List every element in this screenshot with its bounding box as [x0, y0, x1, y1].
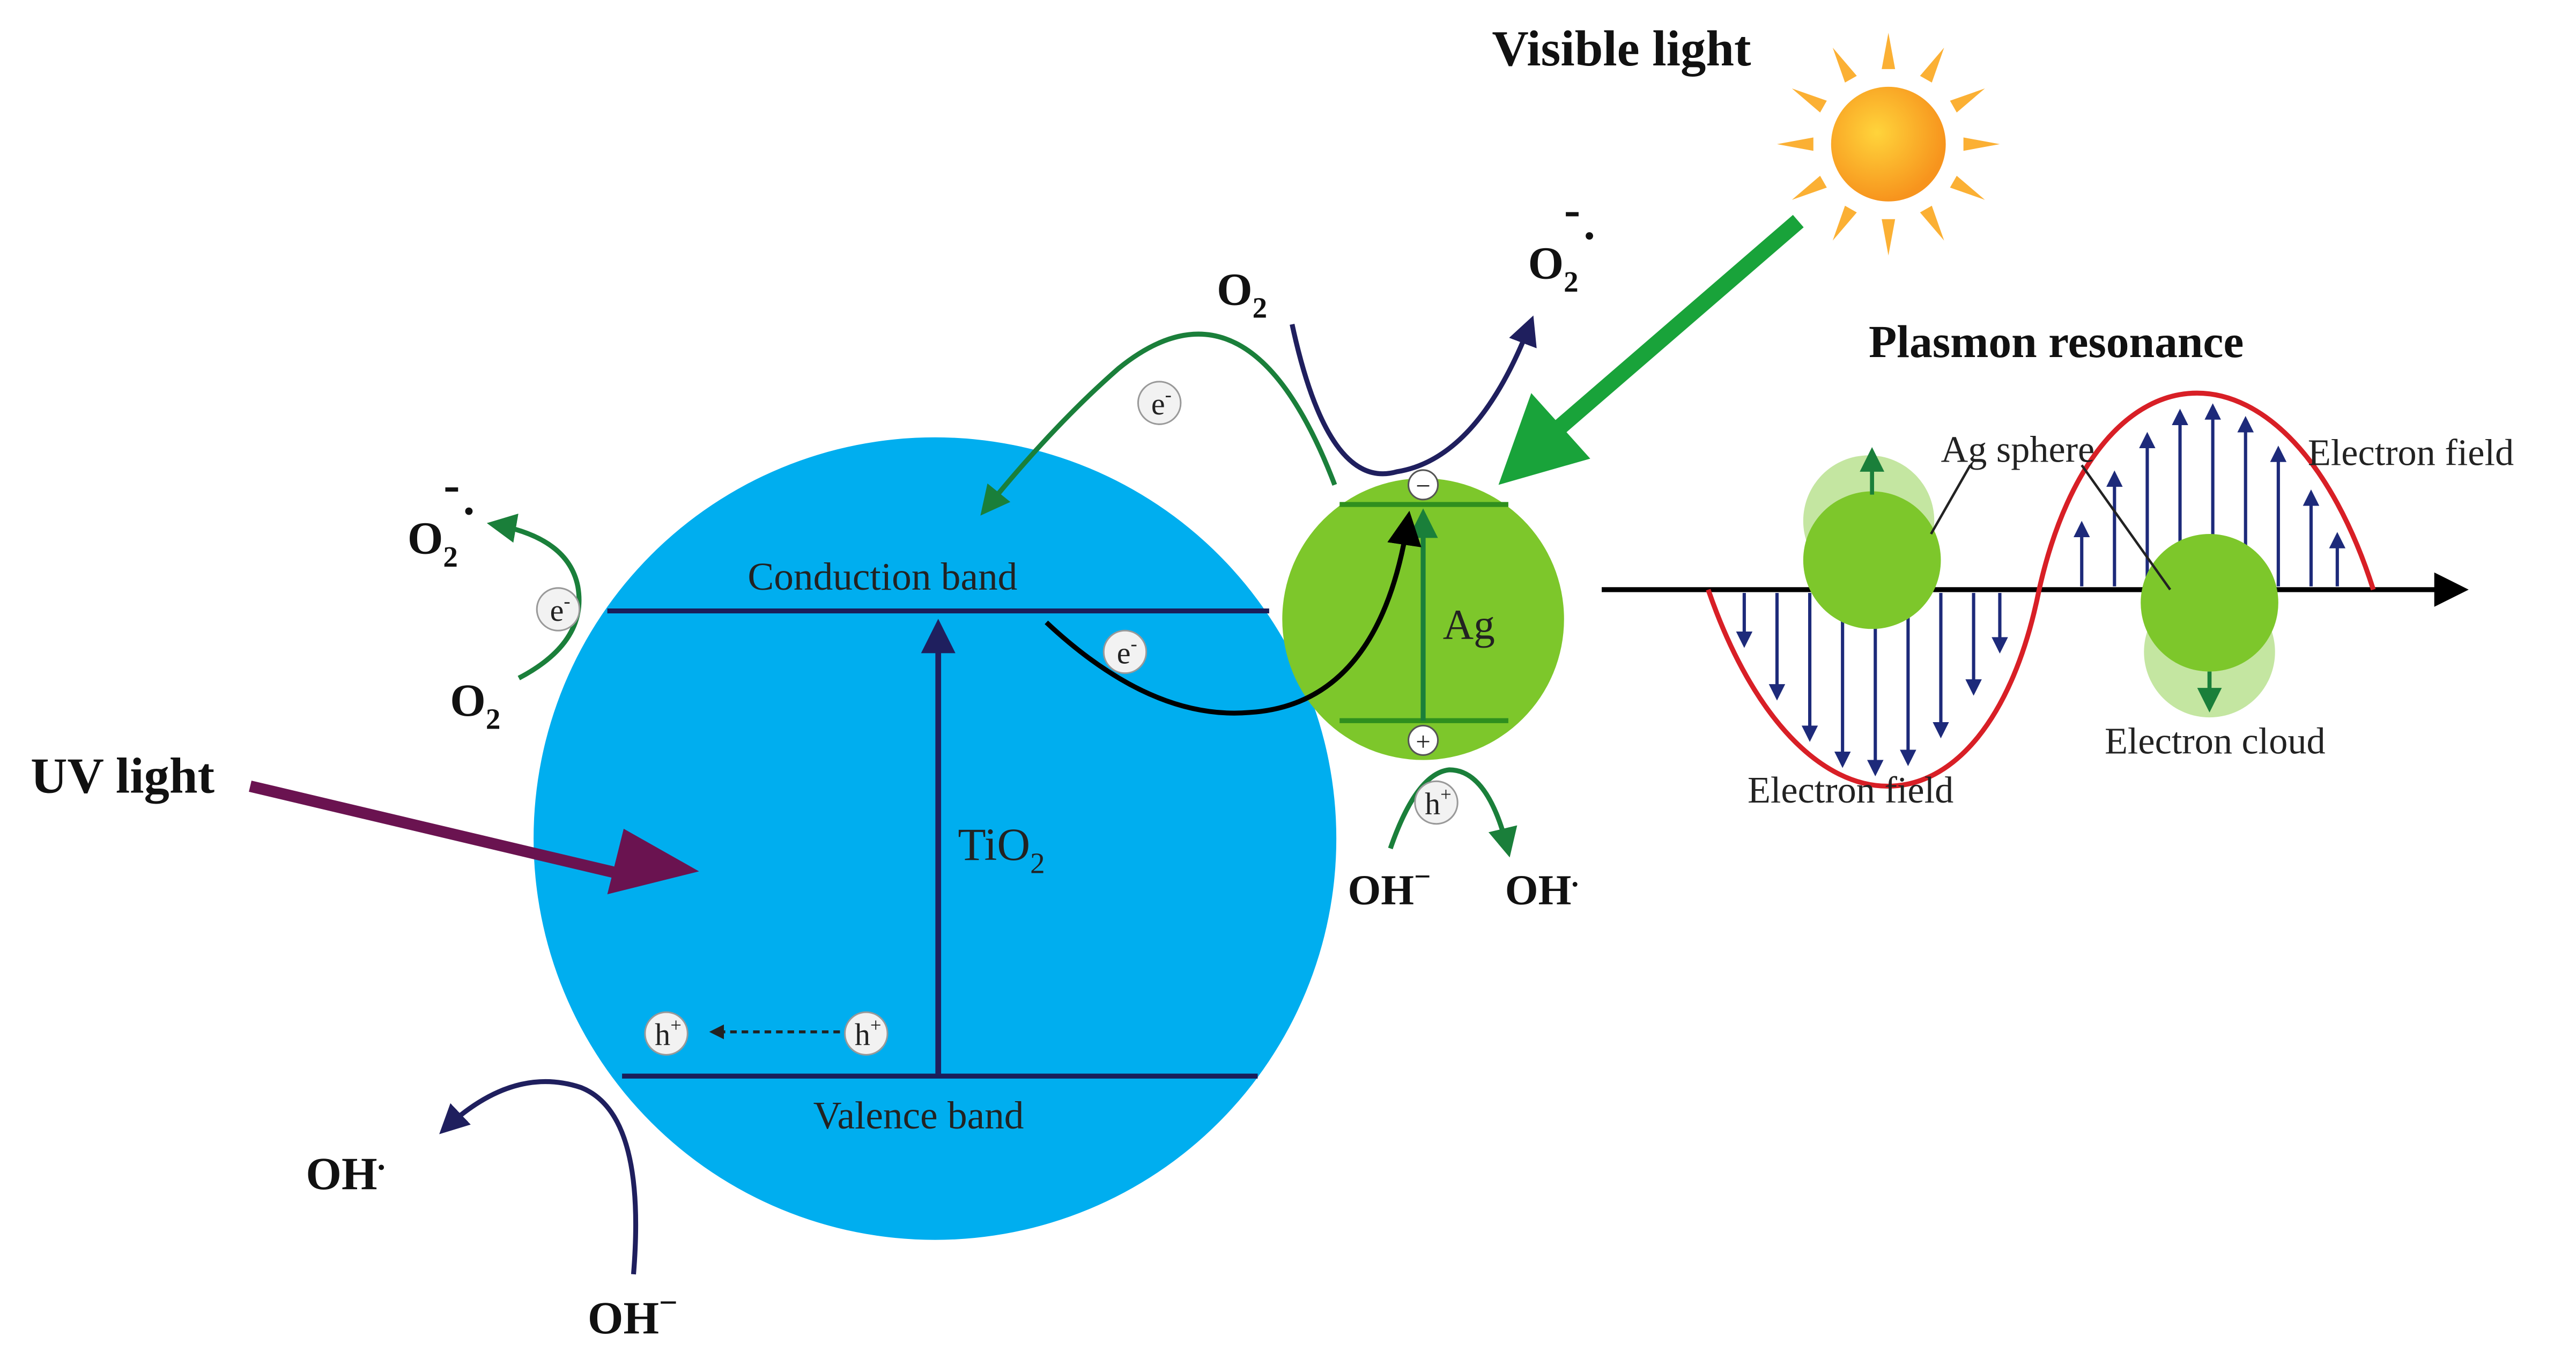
- o2-radical-top-label: O2: [1528, 237, 1579, 298]
- hole-badge-ag: h+: [1414, 780, 1459, 825]
- ag-to-tio2-electron-transfer-arrow: [980, 331, 1337, 516]
- ag-plus-charge: +: [1408, 724, 1439, 756]
- sun-ray: [1832, 205, 1857, 241]
- sun-ray: [1792, 175, 1827, 200]
- ag-sphere-left: [1803, 447, 1941, 629]
- svg-text:h+: h+: [855, 1014, 882, 1052]
- ag-sphere-label: Ag sphere: [1941, 429, 2094, 471]
- visible-light-arrow: [1552, 214, 1804, 436]
- sun-ray: [1950, 175, 1985, 200]
- svg-text:−: −: [1416, 471, 1431, 501]
- electron-badge-ag-transfer: e-: [1137, 381, 1182, 425]
- o2-left-label: O2: [450, 675, 500, 735]
- sun-ray: [1776, 137, 1813, 151]
- sun-ray: [1920, 47, 1944, 83]
- conduction-band-label: Conduction band: [747, 555, 1017, 598]
- valence-band-label: Valence band: [813, 1094, 1024, 1137]
- sun-ray: [1882, 33, 1896, 69]
- o2-radical-left-label: O2: [408, 513, 458, 573]
- svg-text:e-: e-: [1151, 384, 1172, 421]
- electron-field-bottom-label: Electron field: [1748, 769, 1953, 811]
- electron-badge-left: e-: [536, 587, 581, 632]
- uv-light-arrowhead: [607, 828, 699, 895]
- plasmon-resonance-label: Plasmon resonance: [1869, 316, 2244, 367]
- o2-top-label: O2: [1217, 264, 1267, 324]
- tio2-to-ag-electron-arrow: [1045, 510, 1422, 716]
- hole-badge-right: h+: [844, 1011, 889, 1056]
- oh-minus-left-label: OH−: [588, 1285, 678, 1343]
- tio2-label: TiO2: [958, 819, 1045, 879]
- ag-sphere-right: [2141, 533, 2278, 718]
- left-oh-oxidation-arrow: [439, 1079, 639, 1275]
- ag-sphere-leader-right: [2081, 464, 2172, 591]
- ag-sphere-leader-left: [1930, 464, 1972, 535]
- svg-text:h+: h+: [655, 1014, 682, 1052]
- svg-text:e-: e-: [1117, 633, 1137, 670]
- oh-radical-left-label: OH.: [306, 1141, 385, 1199]
- sun-ray: [1963, 137, 2000, 151]
- uv-light-label: UV light: [31, 748, 214, 804]
- visible-light-label: Visible light: [1492, 21, 1751, 77]
- svg-text:h+: h+: [1425, 783, 1452, 821]
- svg-text:+: +: [1416, 726, 1431, 756]
- sun-ray: [1882, 219, 1896, 256]
- ag-o2-reduction-arrow: [1290, 315, 1537, 477]
- ag-label: Ag: [1443, 602, 1495, 649]
- svg-text:e-: e-: [550, 590, 571, 627]
- oh-radical-ag-label: OH.: [1505, 860, 1579, 914]
- sun-ray: [1792, 88, 1827, 113]
- hole-badge-left: h+: [644, 1011, 689, 1056]
- sun-ray: [1832, 47, 1857, 83]
- electron-field-arrows: [1736, 403, 2346, 777]
- sun-icon: [1776, 33, 2000, 256]
- uv-light-arrow: [249, 781, 625, 880]
- o2-radical-top-sup: -.: [1564, 182, 1595, 249]
- electron-field-top-label: Electron field: [2308, 432, 2514, 474]
- ag-minus-charge: −: [1408, 469, 1439, 501]
- ag-oh-oxidation-arrow: [1388, 767, 1518, 858]
- oh-minus-ag-label: OH−: [1348, 860, 1431, 914]
- sun-ray: [1920, 205, 1944, 241]
- electron-badge-cb: e-: [1102, 629, 1148, 674]
- sun-ray: [1950, 88, 1985, 113]
- electron-cloud-label: Electron cloud: [2105, 720, 2326, 762]
- o2-radical-left-sup: -.: [443, 457, 475, 524]
- visible-light-arrowhead: [1498, 393, 1590, 485]
- electron-field-wave: [1706, 390, 2376, 789]
- left-o2-reduction-arrow: [486, 514, 582, 680]
